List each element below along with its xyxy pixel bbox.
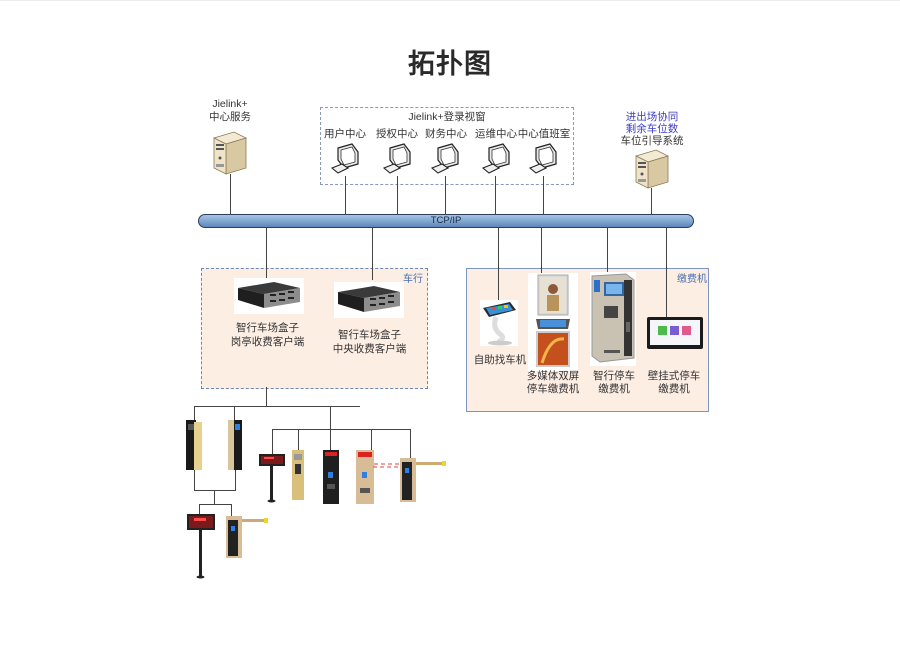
terminal-label: 授权中心	[376, 128, 418, 140]
link-field	[371, 429, 372, 451]
link-kiosk	[498, 268, 499, 300]
dual-screen-label-1: 多媒体双屏	[526, 370, 580, 382]
terminal-label: 运维中心	[475, 128, 517, 140]
link-field-bus	[194, 406, 360, 407]
link-field-bus-4	[199, 504, 231, 505]
guidance-label-1: 进出场协同	[625, 111, 679, 123]
wall-terminal-label-2: 缴费机	[658, 383, 690, 395]
desktop-computer-icon	[330, 143, 359, 174]
dual-screen-kiosk-icon	[528, 273, 578, 371]
terminal-label: 用户中心	[324, 128, 366, 140]
desktop-computer-icon	[481, 143, 510, 174]
link-box-1	[266, 228, 267, 276]
barrier-gate-icon	[226, 516, 268, 558]
box-2-label-1: 智行车场盒子	[338, 329, 401, 341]
server-tower-icon	[634, 149, 670, 189]
industrial-pc-box-icon	[334, 282, 404, 318]
link-field-bus-2	[272, 429, 410, 430]
ticket-terminal-icon	[186, 420, 202, 470]
payment-machine-icon	[590, 272, 636, 366]
link-dual-screen	[541, 268, 542, 274]
card-terminal-icon	[228, 420, 242, 470]
link-terminal	[397, 176, 398, 214]
kiosk-label: 自助找车机	[473, 354, 527, 366]
link-field	[199, 504, 200, 516]
desktop-computer-icon	[430, 143, 459, 174]
link-box-1	[266, 268, 267, 278]
link-terminal	[445, 176, 446, 214]
desktop-computer-icon	[382, 143, 411, 174]
link-field	[231, 504, 232, 518]
link-field	[298, 429, 299, 451]
link-kiosk	[498, 228, 499, 300]
link-center-server	[230, 174, 231, 214]
industrial-pc-box-icon	[234, 278, 304, 314]
payment-zone-tag: 缴费机	[677, 274, 707, 285]
kiosk-touchscreen-icon	[480, 300, 518, 346]
login-window-group	[320, 107, 574, 185]
link-payment-machine	[607, 228, 608, 276]
terminal-label: 财务中心	[425, 128, 467, 140]
card-terminal-icon	[323, 450, 339, 504]
box-2-label-2: 中央收费客户端	[332, 343, 407, 355]
link-field	[214, 490, 215, 504]
link-field-trunk	[266, 387, 267, 407]
led-display-icon	[259, 454, 285, 503]
dual-screen-label-2: 停车缴费机	[526, 383, 580, 395]
card-terminal-icon	[292, 450, 304, 500]
link-dual-screen	[541, 228, 542, 274]
login-window-title: Jielink+登录视窗	[408, 111, 486, 123]
payment-machine-label-2: 缴费机	[598, 383, 630, 395]
page-title: 拓扑图	[408, 49, 492, 80]
terminal-label: 中心值班室	[517, 128, 571, 140]
link-field	[194, 406, 195, 420]
tcp-ip-bus: TCP/IP	[198, 214, 694, 228]
center-server-label-2: 中心服务	[209, 111, 251, 123]
link-field	[235, 470, 236, 490]
desktop-computer-icon	[528, 143, 557, 174]
link-terminal	[495, 176, 496, 214]
link-box-2	[372, 268, 373, 280]
chehang-zone-tag: 车行	[403, 274, 423, 285]
wall-mounted-terminal-icon	[647, 317, 703, 349]
link-field-bus-3	[194, 490, 236, 491]
barrier-gate-icon	[400, 458, 446, 502]
wall-terminal-label-1: 壁挂式停车	[647, 370, 701, 382]
link-guidance-server	[651, 188, 652, 214]
barrier-gate-icon	[356, 450, 403, 504]
guidance-label-2: 剩余车位数	[625, 123, 679, 135]
center-server-label-1: Jielink+	[212, 98, 248, 110]
tcp-ip-label: TCP/IP	[430, 215, 462, 226]
link-wall-terminal	[666, 268, 667, 318]
link-field	[234, 406, 235, 420]
server-tower-icon	[212, 131, 248, 175]
link-box-2	[372, 228, 373, 280]
led-display-icon	[187, 514, 215, 579]
box-1-label-1: 智行车场盒子	[236, 322, 299, 334]
top-border	[0, 0, 900, 1]
link-terminal	[345, 176, 346, 214]
payment-machine-label-1: 智行停车	[593, 370, 635, 382]
guidance-label-3: 车位引导系统	[620, 135, 684, 147]
link-field	[194, 468, 195, 490]
box-1-label-2: 岗亭收费客户端	[230, 336, 305, 348]
link-field	[410, 429, 411, 459]
link-terminal	[543, 176, 544, 214]
link-field	[272, 429, 273, 455]
